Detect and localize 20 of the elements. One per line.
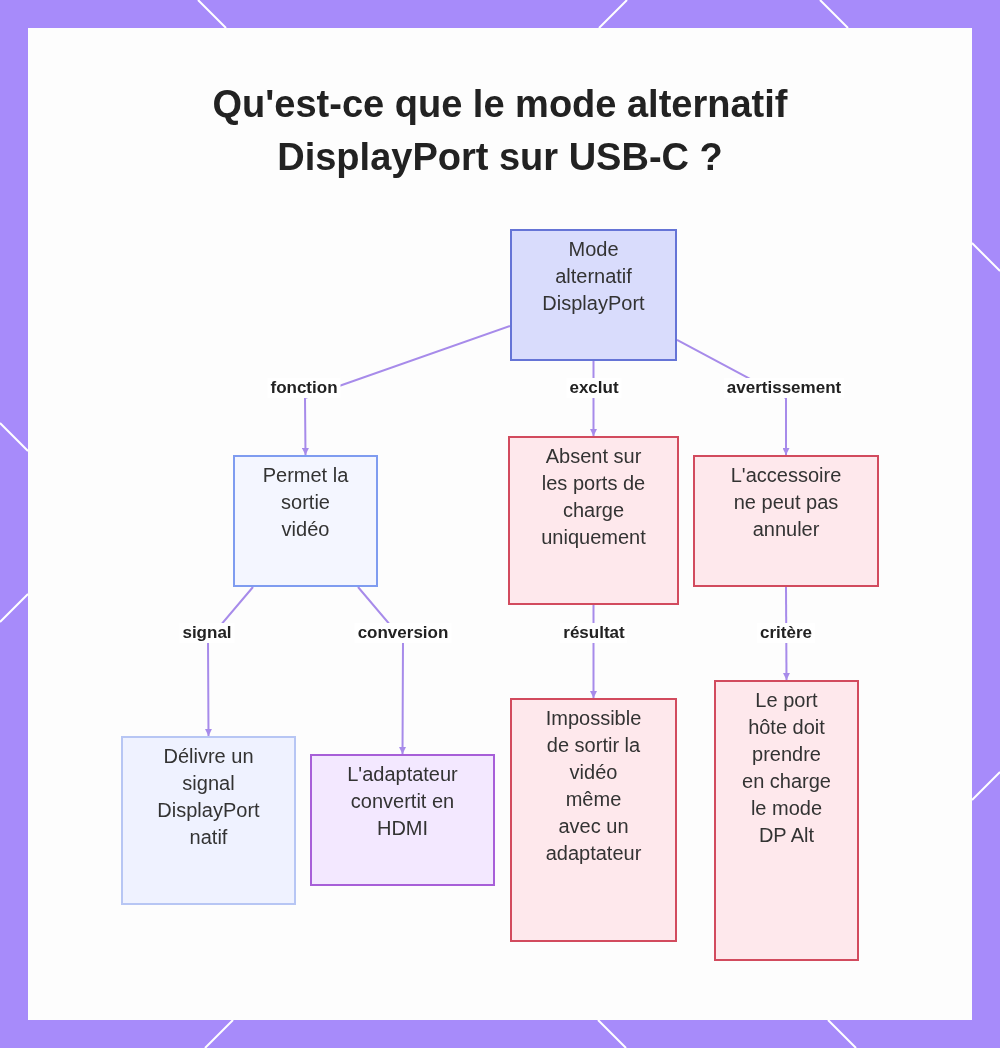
edge-label: fonction [267, 378, 341, 398]
node-text: L'adaptateur convertit en HDMI [346, 762, 459, 841]
process-box [510, 229, 677, 361]
process-box [310, 754, 495, 886]
node-text: Permet la sortie vidéo [261, 463, 350, 542]
arrow [357, 586, 407, 755]
node-text: Mode alternatif DisplayPort [541, 237, 646, 316]
process-box [510, 698, 677, 942]
process-box [233, 455, 378, 587]
title: Qu'est-ce que le mode alternatif DisplayPort sur USB-C ? [211, 82, 789, 180]
process-box [714, 680, 859, 961]
node-text: Le port hôte doit prendre en charge le mode DP Alt [741, 688, 832, 848]
process-box [693, 455, 879, 587]
process-box [121, 736, 296, 905]
node-text: L'accessoire ne peut pas annuler [729, 463, 843, 542]
edge-label: critère [757, 623, 815, 643]
node-text: Absent sur les ports de charge uniquement [540, 444, 647, 550]
process-box [508, 436, 679, 605]
node-text: Délivre un signal DisplayPort natif [156, 744, 261, 850]
node-text: Impossible de sortir la vidéo même avec un adaptateur [544, 706, 643, 866]
